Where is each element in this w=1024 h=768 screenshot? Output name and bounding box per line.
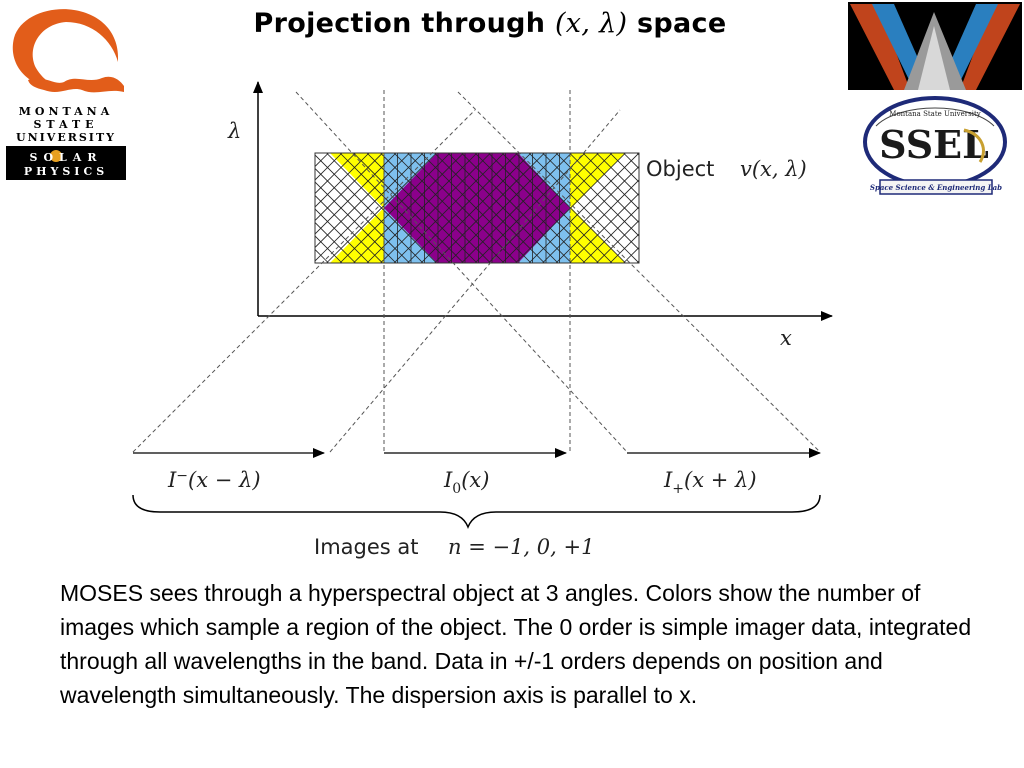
images-math: n = −1, 0, +1 — [448, 535, 594, 559]
image-plus-label: I+(x + λ) — [663, 468, 757, 497]
flare-icon — [28, 76, 124, 93]
ssel-arc-text: Montana State University — [889, 110, 980, 118]
msu-solar-physics-logo: MONTANA STATE UNIVERSITY SOLAR PHYSICS — [6, 9, 126, 180]
sun-arc-icon — [12, 9, 119, 90]
title-suffix: space — [637, 8, 727, 39]
msu-line-university: UNIVERSITY — [16, 131, 116, 144]
object-outline — [314, 152, 640, 264]
lambda-axis-label: λ — [227, 119, 241, 143]
msu-line-state: STATE — [33, 118, 98, 131]
msu-line-solar: SOLAR — [30, 151, 103, 164]
projection-rays — [132, 90, 821, 453]
spotlight-logo — [848, 2, 1022, 90]
projection-hatching — [315, 153, 639, 263]
three-image-region — [384, 153, 570, 263]
projection-diagram: λ x Object v(x, λ) I−(x − λ) I0(x) I+(x … — [132, 81, 833, 559]
object-label: Object — [646, 157, 714, 181]
title-prefix: Projection through — [253, 8, 546, 39]
caption-text: MOSES sees through a hyperspectral objec… — [60, 580, 972, 708]
object-math: v(x, λ) — [740, 157, 807, 181]
images-brace — [132, 494, 821, 530]
image-minus-label: I−(x − λ) — [167, 468, 261, 492]
ssel-subtitle: Space Science & Engineering Lab — [870, 183, 1002, 192]
ssel-logo: Montana State University SSEL Space Scie… — [863, 96, 1007, 195]
image-zero-label: I0(x) — [443, 468, 489, 497]
ssel-main-text: SSEL — [879, 122, 989, 167]
msu-line-montana: MONTANA — [19, 105, 114, 118]
x-axis-label: x — [780, 326, 792, 350]
msu-line-physics: PHYSICS — [24, 165, 108, 178]
slide-title: Projection through (x, λ) space — [0, 8, 980, 39]
title-math: (x, λ) — [554, 8, 628, 39]
images-label: Images at — [314, 535, 419, 559]
